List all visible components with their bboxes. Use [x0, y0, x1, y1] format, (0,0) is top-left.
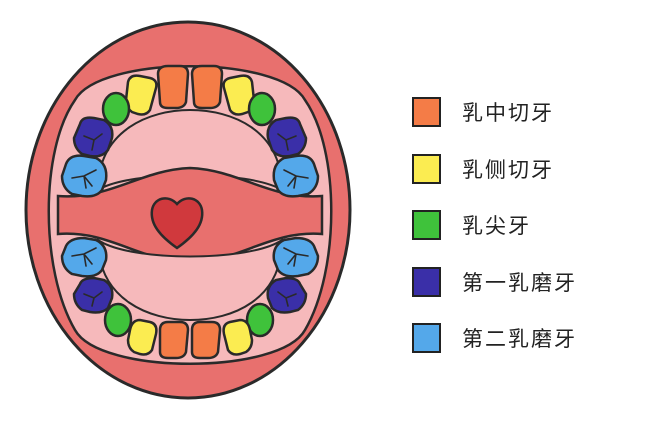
tooth-lower-central-incisor-left — [158, 320, 190, 360]
legend-label: 乳中切牙 — [462, 101, 554, 125]
tooth-upper-canine-right — [247, 91, 277, 127]
tooth-lower-canine-right — [245, 302, 275, 338]
legend-item-first-molar: 第一乳磨牙 — [412, 264, 642, 300]
legend-item-canine: 乳尖牙 — [412, 207, 642, 243]
legend-item-central-incisor: 乳中切牙 — [412, 94, 642, 130]
molar-grooves — [71, 133, 309, 307]
tooth-lower-first-molar-right — [266, 276, 308, 314]
legend-item-second-molar: 第二乳磨牙 — [412, 320, 642, 356]
legend-label: 第一乳磨牙 — [462, 270, 577, 295]
legend-swatch — [412, 266, 441, 297]
legend: 乳中切牙 乳侧切牙 乳尖牙 第一乳磨牙 第二乳磨牙 — [412, 94, 642, 377]
tooth-lower-canine-left — [103, 302, 133, 338]
legend-swatch — [412, 97, 441, 127]
tooth-upper-first-molar-left — [72, 116, 114, 158]
legend-swatch — [412, 153, 441, 184]
lower-floor — [96, 238, 284, 322]
tooth-upper-canine-left — [101, 91, 131, 127]
dental-arch-diagram — [24, 20, 352, 400]
legend-item-lateral-incisor: 乳侧切牙 — [412, 151, 642, 187]
legend-label: 乳尖牙 — [462, 214, 531, 238]
tooth-upper-first-molar-right — [266, 116, 308, 158]
legend-swatch — [412, 323, 441, 353]
legend-label: 乳侧切牙 — [462, 157, 554, 182]
heart-icon — [150, 197, 204, 250]
tooth-lower-lateral-incisor-right — [222, 318, 254, 356]
legend-swatch — [412, 210, 441, 240]
tooth-upper-central-incisor-left — [156, 64, 190, 110]
tooth-lower-first-molar-left — [72, 276, 114, 314]
tooth-lower-central-incisor-right — [190, 320, 222, 360]
tooth-lower-lateral-incisor-left — [126, 318, 158, 356]
legend-label: 第二乳磨牙 — [462, 327, 577, 351]
tooth-upper-central-incisor-right — [190, 64, 224, 110]
